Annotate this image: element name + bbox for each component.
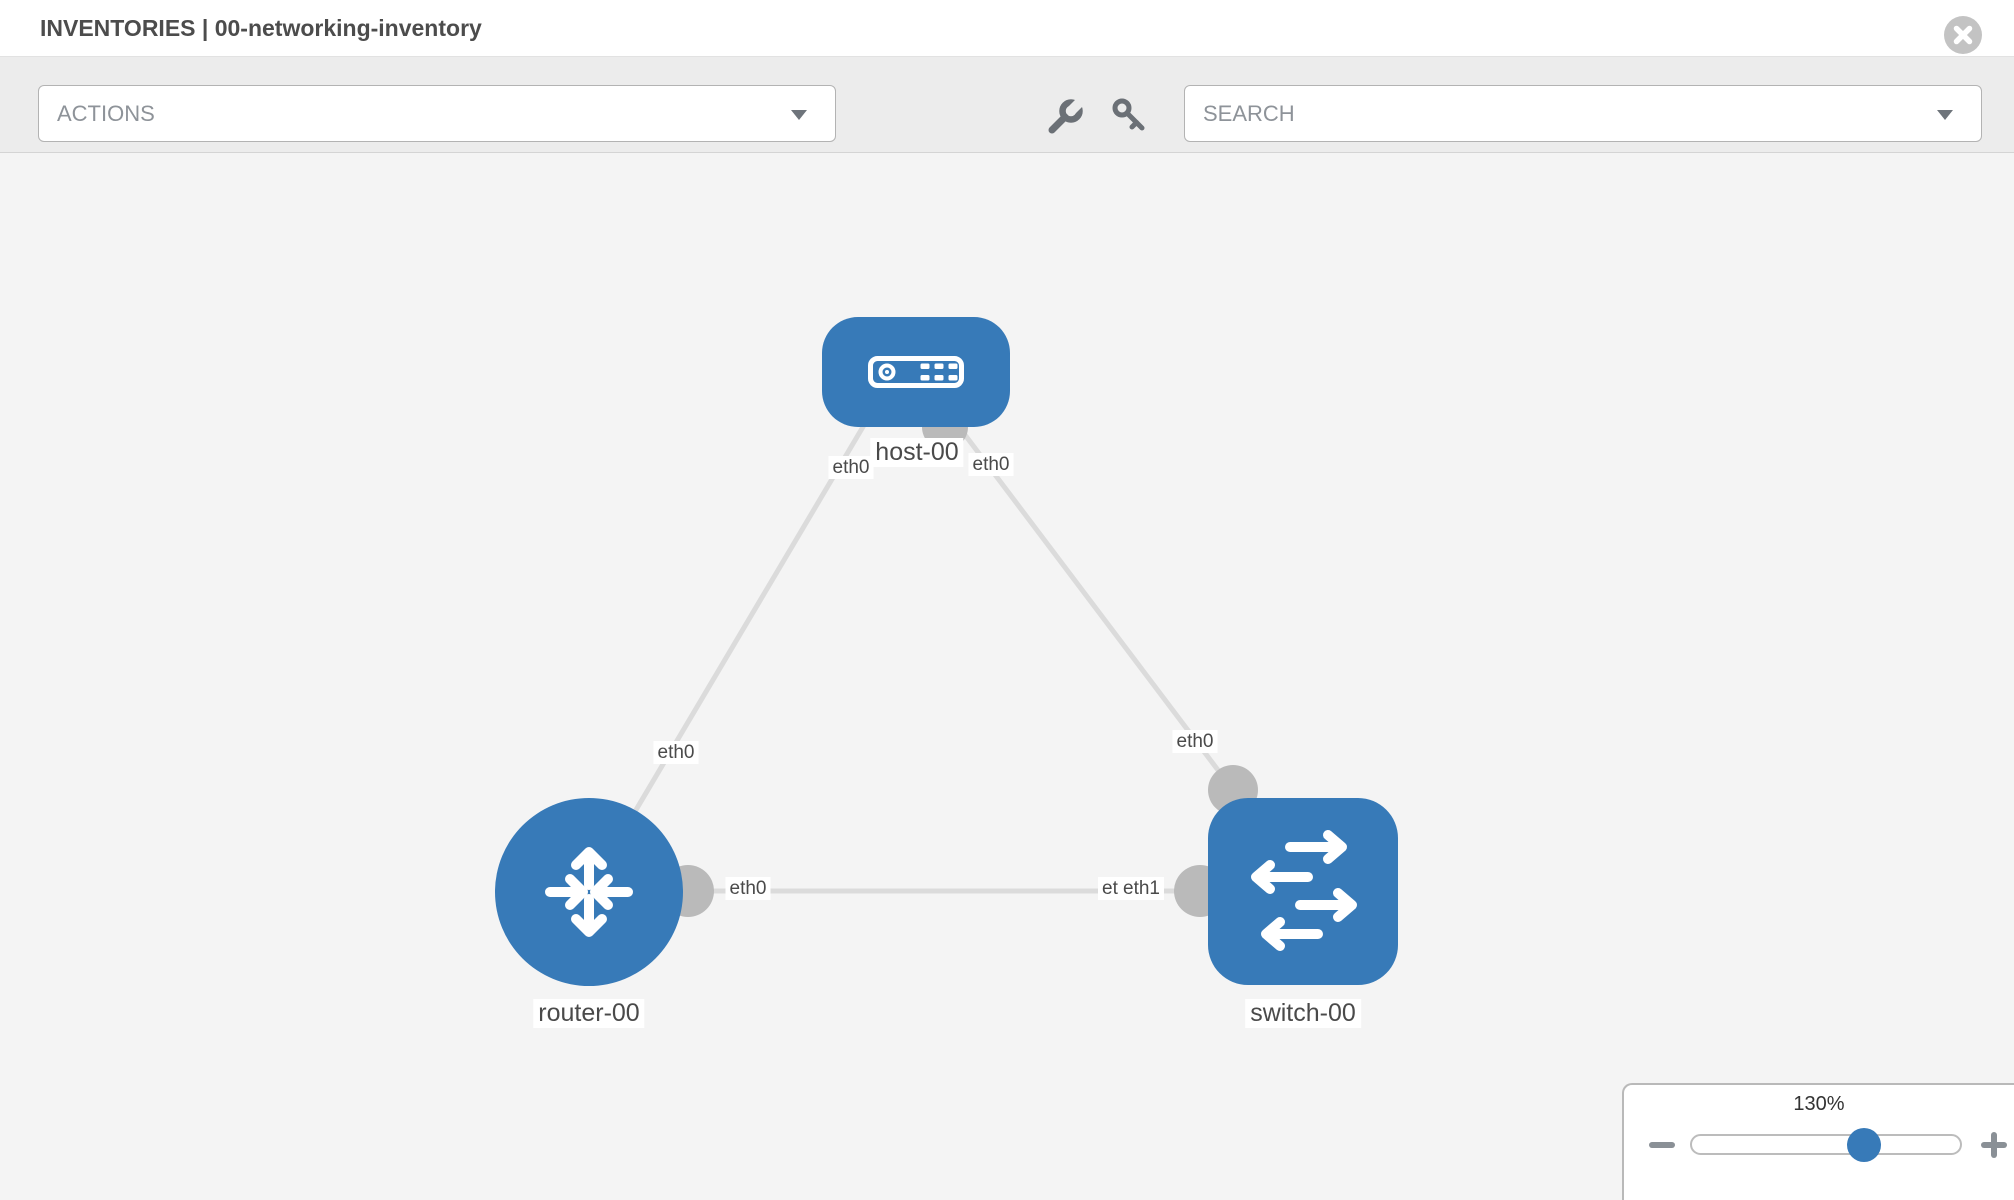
router-icon bbox=[545, 847, 633, 937]
key-button[interactable] bbox=[1108, 94, 1156, 142]
wrench-icon bbox=[1048, 95, 1087, 134]
interface-label-router-eth0-uplink: eth0 bbox=[653, 741, 699, 764]
zoom-slider-thumb[interactable] bbox=[1847, 1128, 1881, 1162]
node-label-switch: switch-00 bbox=[1245, 999, 1361, 1028]
host-icon bbox=[868, 356, 964, 388]
minus-icon bbox=[1649, 1142, 1675, 1148]
interface-label-router-eth0-lateral: eth0 bbox=[725, 877, 771, 900]
node-label-host: host-00 bbox=[870, 438, 964, 467]
search-dropdown-label: SEARCH bbox=[1203, 101, 1295, 126]
close-icon bbox=[1944, 16, 1982, 54]
search-dropdown[interactable]: SEARCH bbox=[1184, 85, 1982, 142]
node-label-router: router-00 bbox=[533, 999, 645, 1028]
actions-dropdown-label: ACTIONS bbox=[57, 101, 155, 126]
actions-dropdown[interactable]: ACTIONS bbox=[38, 85, 836, 142]
plus-icon bbox=[1981, 1132, 2007, 1158]
toolbar: ACTIONS SEARCH bbox=[0, 57, 2014, 153]
wrench-button[interactable] bbox=[1044, 94, 1092, 142]
page-title: INVENTORIES | 00-networking-inventory bbox=[40, 15, 482, 41]
zoom-level: 130% bbox=[1793, 1093, 1845, 1115]
switch-icon bbox=[1251, 830, 1357, 951]
zoom-in-button[interactable] bbox=[1980, 1131, 2008, 1159]
interface-label-host-eth0-right: eth0 bbox=[968, 453, 1014, 476]
header: INVENTORIES | 00-networking-inventory bbox=[0, 0, 2014, 57]
zoom-out-button[interactable] bbox=[1648, 1131, 1676, 1159]
interface-label-switch-eth0-uplink: eth0 bbox=[1172, 730, 1218, 753]
chevron-down-icon bbox=[1937, 110, 1953, 120]
node-router-00[interactable] bbox=[495, 798, 683, 986]
chevron-down-icon bbox=[791, 110, 807, 120]
node-host-00[interactable] bbox=[822, 317, 1010, 427]
zoom-slider-track[interactable] bbox=[1690, 1134, 1962, 1155]
interface-label-host-eth0-left: eth0 bbox=[828, 456, 874, 479]
zoom-control-panel: 130% bbox=[1622, 1083, 2014, 1200]
node-switch-00[interactable] bbox=[1208, 798, 1398, 985]
interface-label-switch-eth1: eth1 bbox=[1119, 877, 1164, 900]
key-icon bbox=[1112, 98, 1145, 131]
close-button[interactable] bbox=[1944, 16, 1982, 54]
